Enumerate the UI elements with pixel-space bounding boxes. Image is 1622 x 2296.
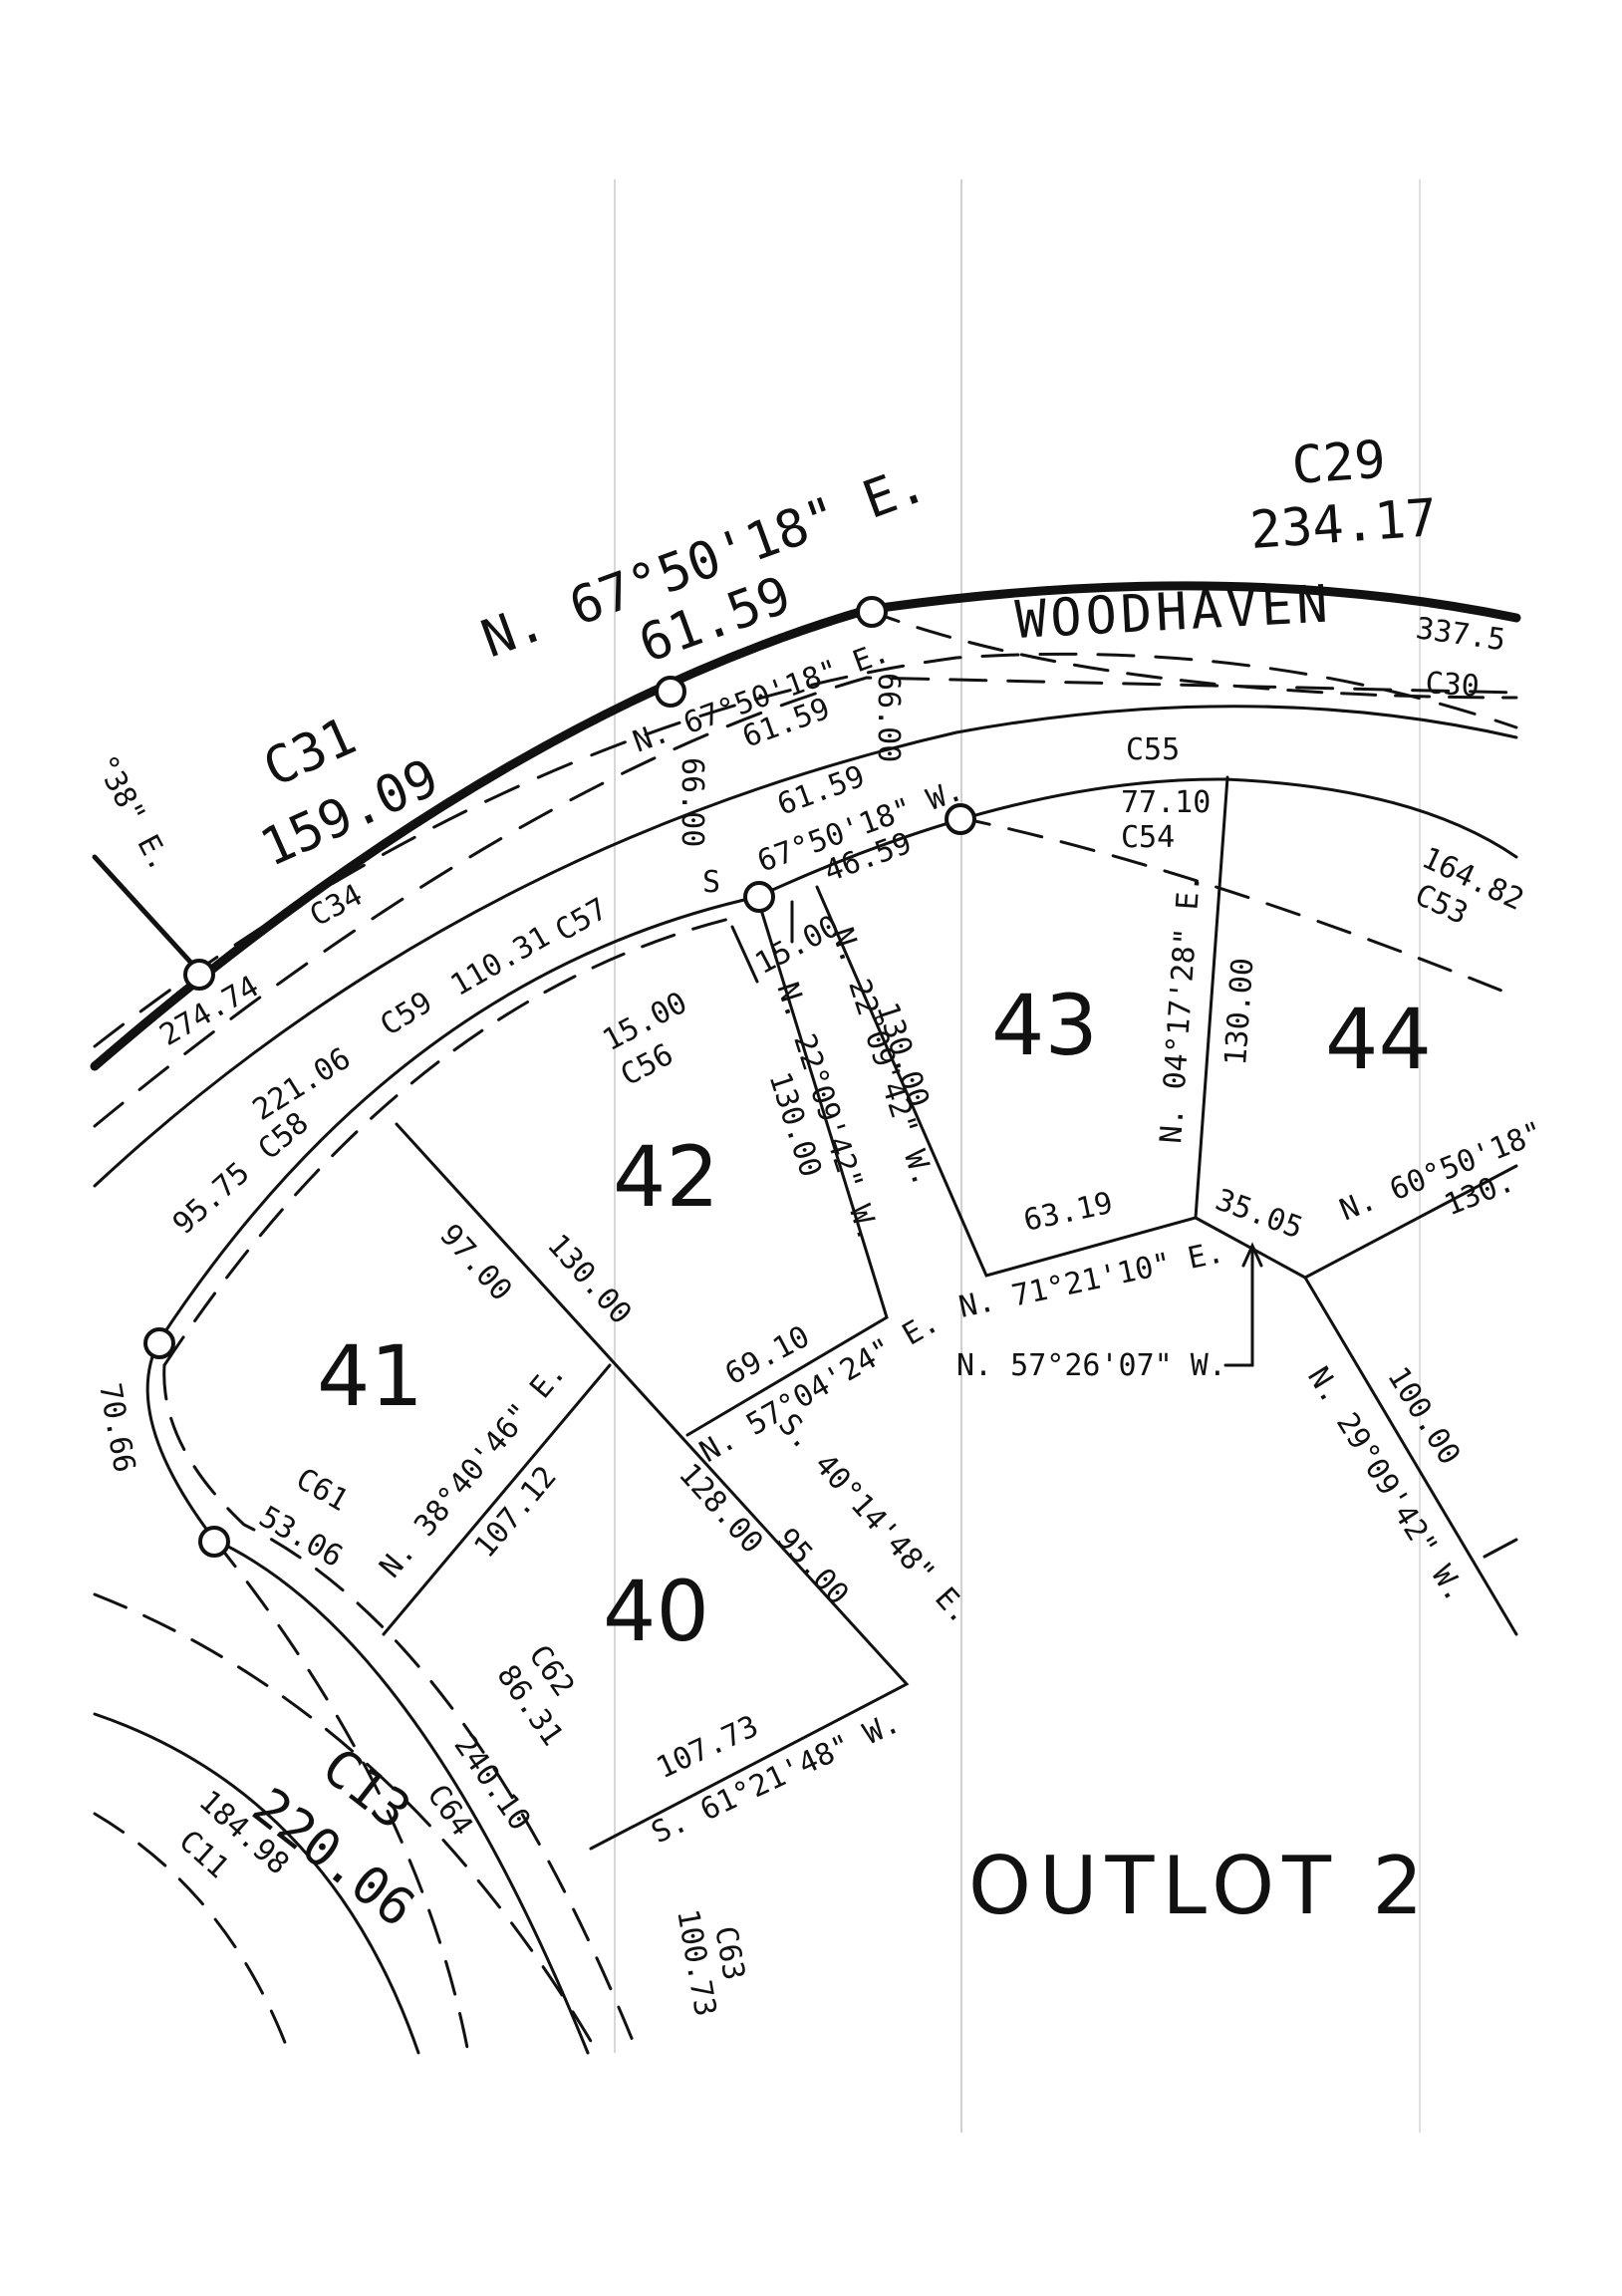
easement-line [162, 1363, 640, 2055]
lot-number: 43 [991, 977, 1098, 1074]
monument-circle [198, 1526, 230, 1558]
curve-label: C54 [1121, 820, 1175, 855]
distance-label: 66.00 [675, 757, 709, 847]
distance-label: 130.00 [540, 1228, 639, 1331]
lot-line [815, 775, 1229, 1278]
arrow-line [730, 925, 759, 984]
distance-label: 95.00 [769, 1522, 855, 1612]
distance-label: 66.00 [871, 673, 906, 762]
easement-line [93, 1592, 600, 2055]
curve-label: C61 [290, 1462, 354, 1519]
distance-label: 70.66 [92, 1380, 141, 1475]
distance-label: 100.00 [1380, 1361, 1467, 1471]
lot-line [395, 1122, 910, 1851]
curve-length: 221.06 [247, 1041, 357, 1128]
lot-number: 40 [603, 1563, 709, 1660]
row-line [157, 777, 1518, 1342]
bearing-label: N. 71°21'10" E. [955, 1235, 1226, 1325]
distance-label: 97.00 [432, 1218, 518, 1308]
street-line [93, 1712, 420, 2055]
distance-label: 128.00 [672, 1457, 770, 1561]
street-line [93, 652, 1518, 1048]
monument-circle [183, 959, 215, 991]
outlot-label: OUTLOT 2 [968, 1840, 1431, 1932]
arrow-line [1223, 1246, 1254, 1367]
easement-line [93, 1812, 291, 2055]
boundary-arc [90, 581, 1521, 1071]
curve-length: 95.75 [166, 1156, 257, 1242]
curve-label: C30 [1424, 666, 1480, 705]
lot-line [382, 1363, 612, 1636]
lot-line [685, 895, 889, 1437]
bearing-label: N. 04°17'28" E. [1154, 873, 1208, 1145]
distance-label: 35.05 [1211, 1183, 1307, 1247]
lot-line [1303, 1276, 1518, 1636]
curve-length: 77.10 [1121, 785, 1211, 820]
street-line [93, 676, 1518, 1128]
curve-length: 100.73 [670, 1906, 722, 2019]
row-line [145, 1338, 590, 2055]
monument-circle [655, 676, 686, 708]
street-line [93, 705, 1518, 1188]
curve-label: C59 [375, 985, 439, 1042]
distance-label: 63.19 [1020, 1186, 1116, 1239]
monument-circle [856, 596, 888, 628]
monument-circle [945, 803, 976, 835]
monument-circle [143, 1327, 175, 1359]
curve-label: C29 [1290, 430, 1388, 496]
curve-length: 110.31 [445, 919, 556, 1003]
lot-line [92, 854, 202, 975]
curve-length: 337.5 [1414, 611, 1507, 658]
bearing-label: N. 29°09'42" W. [1300, 1361, 1473, 1608]
arrow-head [1241, 1242, 1263, 1268]
bearing-label: S [702, 865, 720, 900]
lot-number: 41 [317, 1327, 423, 1425]
curve-label: C34 [304, 878, 368, 934]
curve-label: C64 [419, 1779, 479, 1843]
curve-label: C57 [550, 892, 614, 949]
lot-line [1483, 1538, 1518, 1559]
bearing-label: S. 61°21'48" W. [647, 1705, 906, 1851]
easement-line [865, 608, 1518, 700]
easement-line [162, 915, 739, 1367]
lot-number: 44 [1325, 991, 1432, 1088]
easement-line [212, 1538, 470, 2055]
bearing-label: N. 57°26'07" W. [956, 1348, 1226, 1383]
bearing-label: °38" E. [88, 749, 177, 877]
easement-line [954, 815, 1518, 999]
monument-circle [743, 881, 775, 913]
bearing-label: S. 40°14'48" E. [771, 1407, 977, 1631]
distance-label: 130.00 [1218, 957, 1260, 1067]
bearing-label: N. 60°50'18" [1335, 1115, 1548, 1229]
lot-number: 42 [613, 1128, 719, 1226]
curve-length: 234.17 [1248, 488, 1440, 561]
curve-label: C55 [1126, 732, 1180, 767]
